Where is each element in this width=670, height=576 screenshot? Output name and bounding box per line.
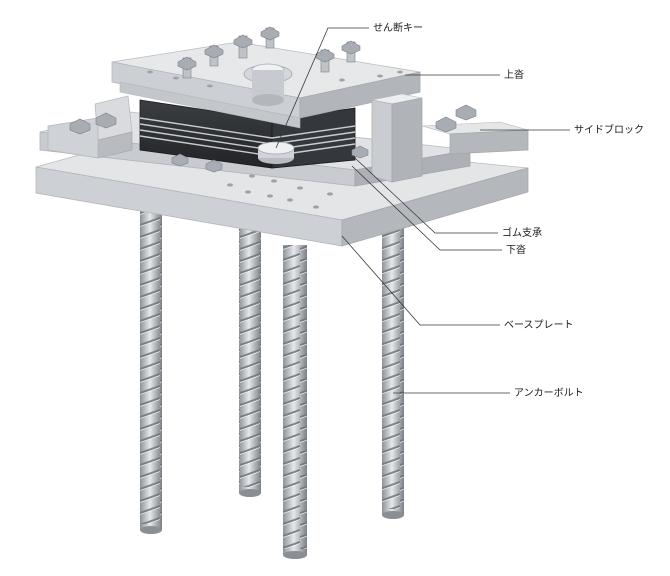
- leader-lines: [275, 27, 570, 394]
- bolt: [455, 104, 477, 121]
- label-anchor-bolt: アンカーボルト: [514, 387, 584, 399]
- bolt: [315, 48, 335, 73]
- hex-bolts: [69, 26, 477, 173]
- bolt: [69, 118, 91, 135]
- anchor-bolt-back-left: [239, 225, 261, 497]
- anchor-bolt-front: [283, 245, 307, 559]
- upper-plate: [111, 41, 421, 129]
- bolt: [171, 153, 189, 167]
- leader-shear-key: [275, 27, 369, 149]
- bolt: [351, 145, 369, 159]
- label-upper-plate: 上沓: [504, 68, 524, 81]
- leader-lower-plate: [351, 165, 502, 251]
- bolt: [341, 40, 361, 63]
- anchor-bolt-right: [382, 225, 404, 519]
- label-lower-plate: 下沓: [506, 243, 526, 256]
- bolt: [95, 112, 117, 129]
- shear-key: [257, 141, 295, 164]
- leader-rubber-bearing: [354, 157, 498, 234]
- label-base-plate: ベースプレート: [504, 319, 574, 331]
- anchor-bolt-front-left: [140, 210, 162, 534]
- labels: せん断キー 上沓 サイドブロック ゴム支承 下沓 ベースプレート アンカーボルト: [373, 21, 644, 399]
- bolt: [435, 116, 457, 133]
- bolt: [204, 44, 224, 67]
- bolt: [205, 159, 223, 173]
- bolt: [260, 26, 280, 49]
- label-rubber-bearing: ゴム支承: [502, 226, 542, 239]
- bolt: [177, 56, 197, 79]
- anchor-bolts: [140, 210, 404, 559]
- label-shear-key: せん断キー: [373, 21, 423, 34]
- bolt: [233, 34, 253, 59]
- leader-base-plate: [341, 235, 500, 326]
- label-side-block: サイドブロック: [574, 123, 644, 136]
